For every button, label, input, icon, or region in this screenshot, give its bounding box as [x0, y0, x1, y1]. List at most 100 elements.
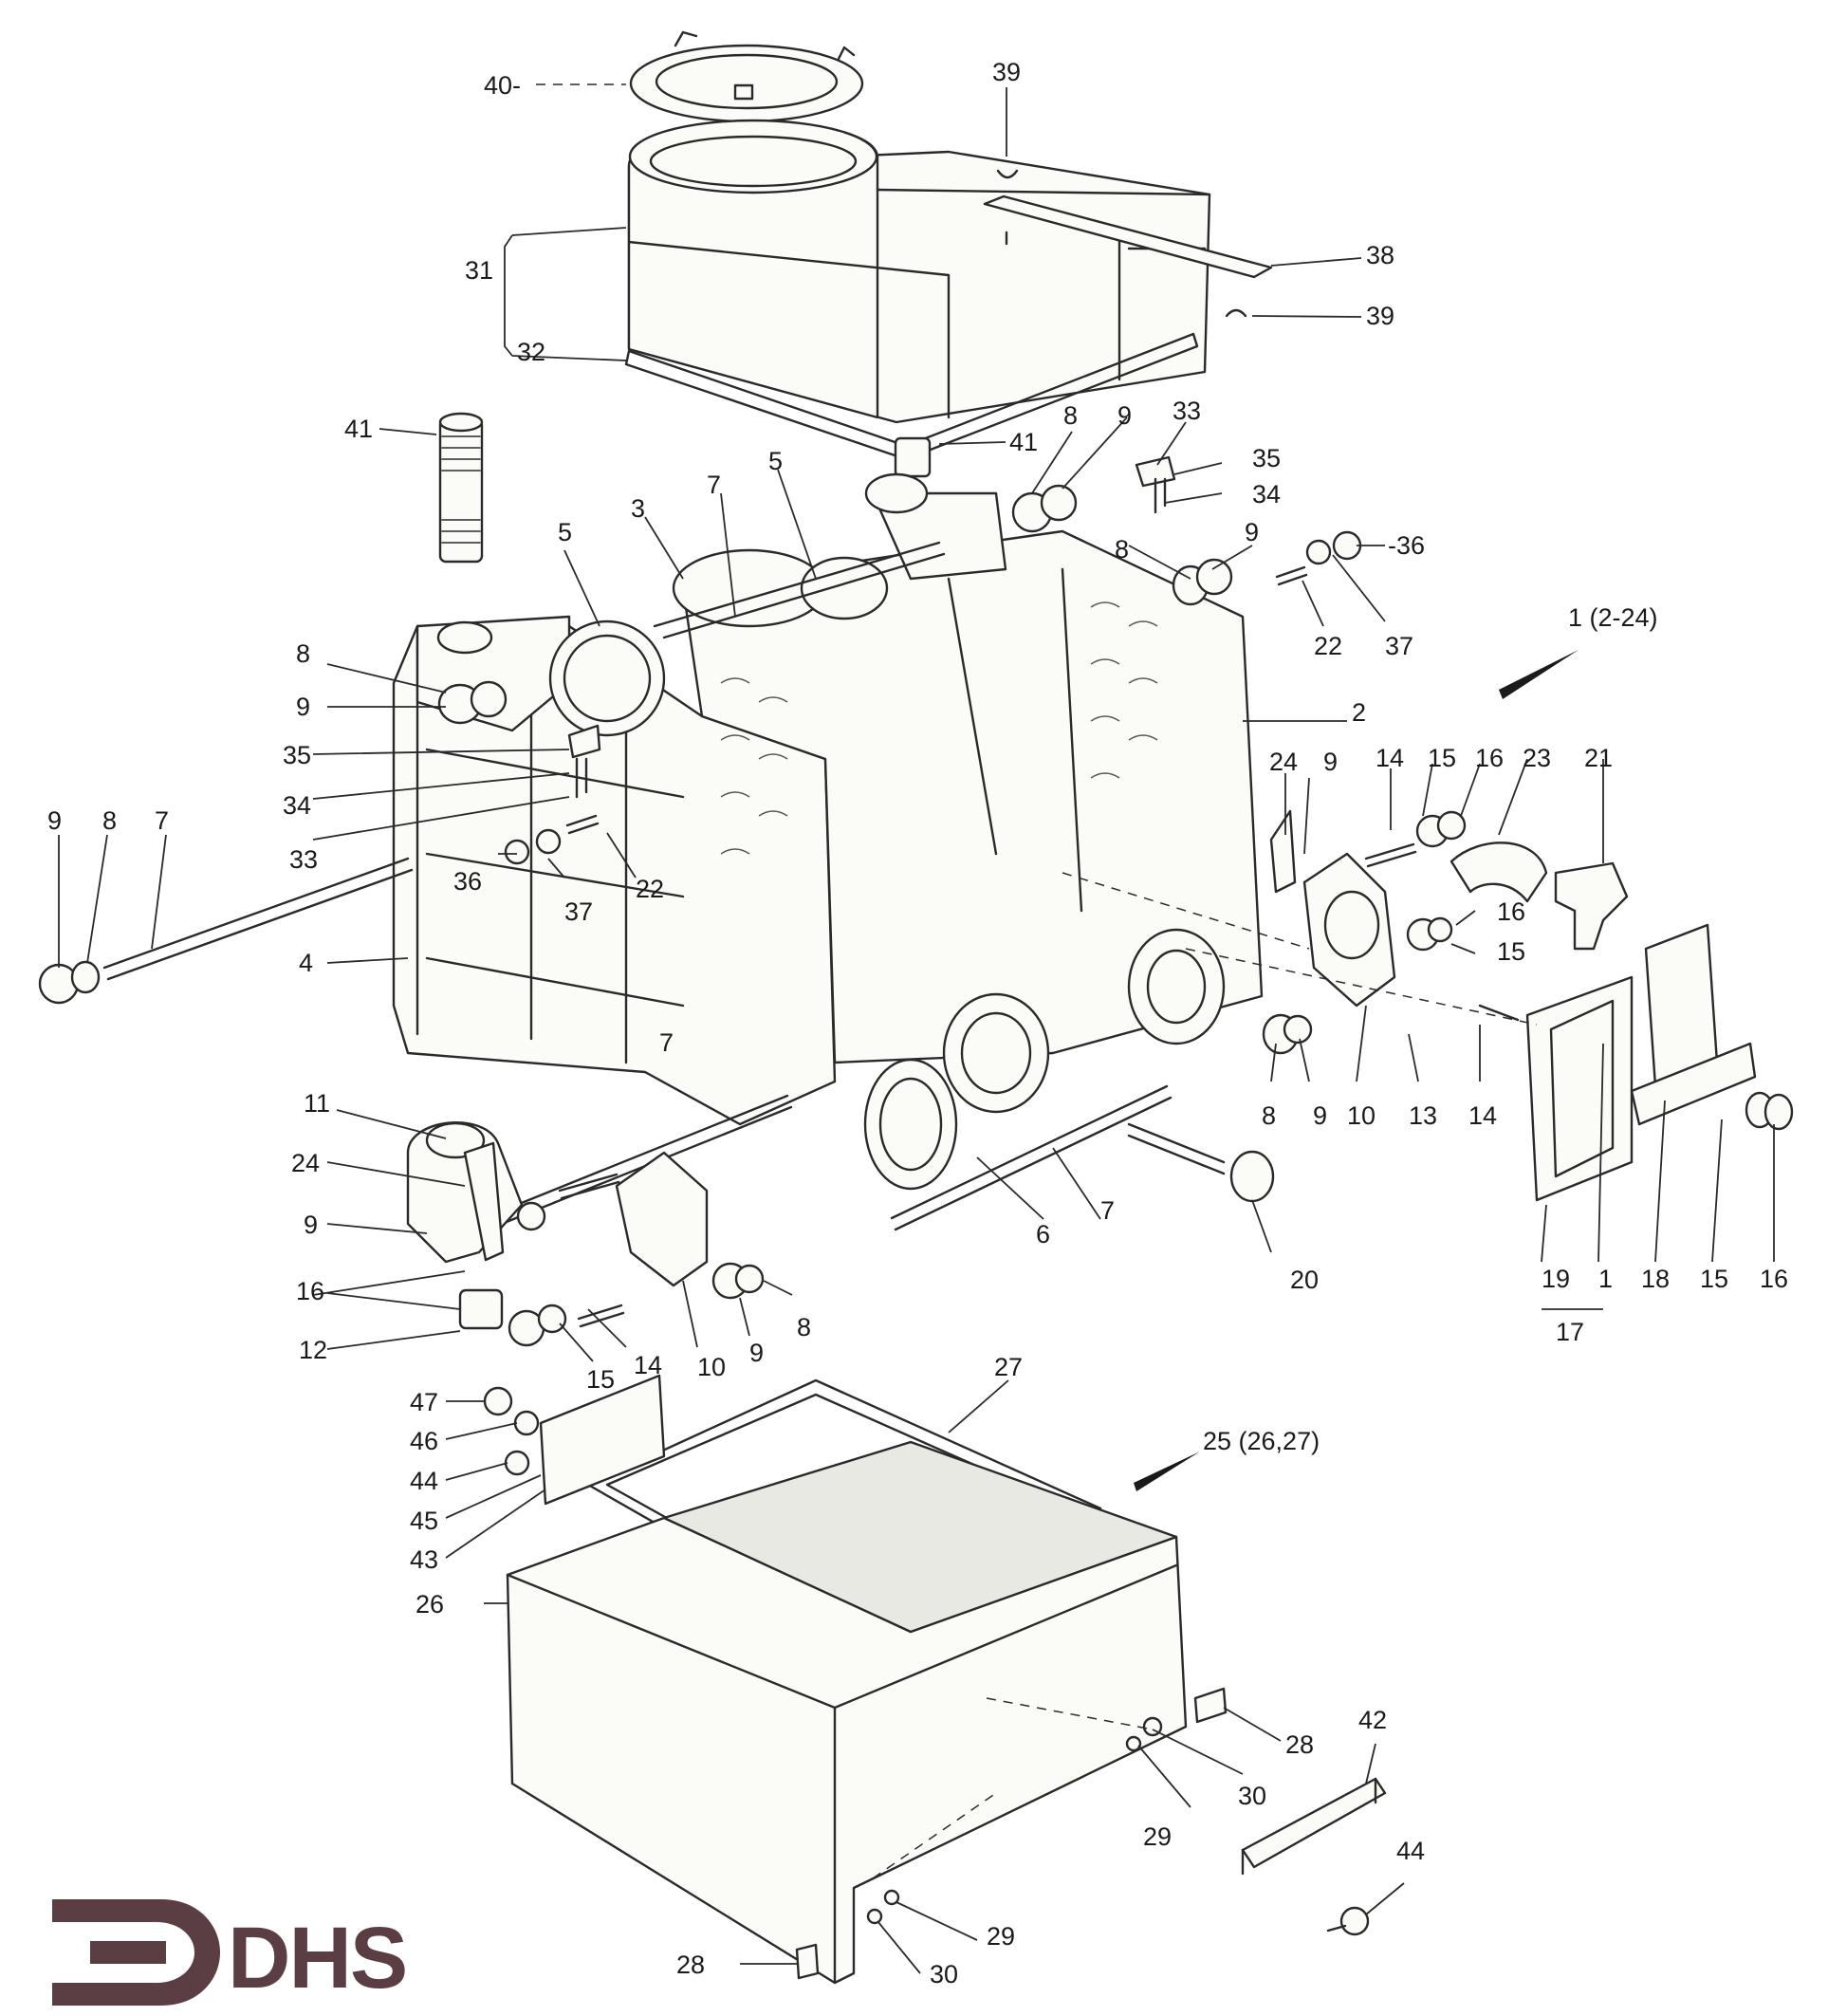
label-2: 2 — [1352, 698, 1366, 727]
pins-22 — [504, 530, 1362, 865]
label-28-right: 28 — [1285, 1730, 1314, 1759]
label-5-top: 5 — [768, 447, 783, 475]
screws-29-30 — [866, 1716, 1163, 1925]
label-36-right: -36 — [1388, 531, 1425, 560]
label-11: 11 — [304, 1089, 330, 1118]
label-9-mid: 9 — [1245, 518, 1259, 546]
studs-14-right — [1364, 842, 1520, 1022]
label-24-left: 24 — [291, 1149, 320, 1177]
boiler-section-3-back — [672, 472, 1007, 628]
label-24-right: 24 — [1269, 748, 1298, 776]
handle-42 — [1241, 1777, 1387, 1876]
label-29-bottom: 29 — [987, 1922, 1015, 1951]
label-45: 45 — [410, 1507, 438, 1535]
label-14-lower-right: 14 — [1468, 1101, 1497, 1130]
label-9-left: 9 — [296, 693, 310, 721]
label-8-top: 8 — [1063, 401, 1078, 430]
label-15-cover: 15 — [1700, 1265, 1728, 1293]
label-36-left: 36 — [453, 867, 482, 896]
part-40-top-ring — [629, 30, 864, 123]
label-10-lower: 10 — [697, 1353, 726, 1381]
label-20: 20 — [1290, 1266, 1319, 1294]
label-9-right: 9 — [1323, 748, 1338, 776]
bracket-33-34-35-left — [567, 724, 601, 799]
elbow-23 — [1449, 842, 1548, 903]
label-37-left: 37 — [564, 897, 593, 926]
label-16-mid: 16 — [1497, 897, 1525, 926]
heat-exchanger-fins — [720, 601, 1158, 855]
label-37-right: 37 — [1385, 632, 1413, 660]
label-9-bottom: 9 — [749, 1339, 764, 1367]
label-13: 13 — [1409, 1101, 1437, 1130]
tabs-28 — [795, 1687, 1228, 1980]
screws-44-45-46-47 — [483, 1386, 540, 1476]
part-41-nipple-left — [438, 412, 484, 564]
label-41-left: 41 — [344, 415, 373, 443]
label-33-left: 33 — [289, 845, 318, 874]
label-34-left: 34 — [283, 791, 311, 820]
label-29-right: 29 — [1143, 1822, 1172, 1851]
label-15-mid: 15 — [1497, 937, 1525, 966]
label-42: 42 — [1358, 1706, 1387, 1734]
label-14-right: 14 — [1376, 744, 1404, 772]
screw-44-bottom — [1326, 1906, 1370, 1936]
label-16-right: 16 — [1475, 744, 1504, 772]
label-44-left: 44 — [410, 1467, 438, 1495]
bracket-24-left — [463, 1141, 505, 1262]
nuts-washers-8-9 — [437, 484, 1313, 1300]
bracket-33-34-35-right — [1135, 455, 1176, 514]
leader-lines — [58, 83, 1775, 1974]
label-23: 23 — [1523, 744, 1551, 772]
label-1-assembly: 1 (2-24) — [1568, 603, 1658, 632]
label-33-top: 33 — [1173, 397, 1201, 425]
label-16-cover: 16 — [1760, 1265, 1788, 1293]
label-35-top: 35 — [1252, 444, 1281, 472]
label-7-lower: 7 — [659, 1028, 674, 1057]
label-14-lower: 14 — [634, 1351, 662, 1379]
label-8-lower-right: 8 — [1262, 1101, 1276, 1130]
flange-10-13-right — [1302, 852, 1396, 1008]
dhs-logo-mark — [52, 1899, 220, 2006]
label-9-top: 9 — [1117, 401, 1132, 430]
label-8-bottom: 8 — [797, 1313, 811, 1341]
label-41-right: 41 — [1009, 428, 1038, 456]
port-gaskets-6 — [863, 928, 1226, 1191]
label-35-left: 35 — [283, 741, 311, 769]
label-30-right: 30 — [1238, 1782, 1266, 1810]
label-9-far-left: 9 — [47, 806, 62, 835]
label-9-lower-right: 9 — [1313, 1101, 1327, 1130]
label-27: 27 — [994, 1353, 1023, 1381]
label-15-right: 15 — [1428, 744, 1456, 772]
label-44-right: 44 — [1396, 1837, 1425, 1865]
assembly-arrow-25 — [1134, 1452, 1200, 1491]
dhs-logo-text: DHS — [228, 1910, 406, 2007]
cover-18-plate — [1630, 923, 1757, 1126]
label-8-mid: 8 — [1115, 535, 1129, 564]
part-38-bracket — [983, 194, 1273, 279]
dhs-logo: DHS — [52, 1899, 408, 2007]
label-22-right: 22 — [1314, 632, 1342, 660]
tee-11 — [406, 1121, 524, 1264]
casing-26 — [506, 1440, 1188, 1985]
drain-plug-20 — [1127, 1122, 1275, 1203]
label-46: 46 — [410, 1427, 438, 1455]
bracket-43-plate — [539, 1374, 666, 1506]
label-3: 3 — [631, 494, 645, 523]
label-18: 18 — [1641, 1265, 1670, 1293]
label-31: 31 — [465, 256, 493, 285]
label-38: 38 — [1366, 241, 1394, 269]
nuts-15-16-left — [508, 1201, 567, 1347]
label-43: 43 — [410, 1545, 438, 1574]
port-gaskets-5 — [548, 556, 889, 737]
part-number-labels: 40- 39 31 32 38 39 41 41 8 9 33 35 34 3 … — [47, 58, 1788, 1988]
studs-14-left — [558, 1173, 625, 1328]
label-16-lower-left: 16 — [296, 1277, 324, 1305]
label-12: 12 — [299, 1336, 327, 1364]
label-47: 47 — [410, 1388, 438, 1416]
part-41-nipple-right — [894, 436, 932, 478]
label-39-top: 39 — [992, 58, 1021, 86]
label-15-lower: 15 — [586, 1365, 615, 1394]
label-21: 21 — [1584, 744, 1613, 772]
nuts-15-16-right — [1406, 810, 1467, 952]
flange-10-left — [615, 1151, 709, 1287]
